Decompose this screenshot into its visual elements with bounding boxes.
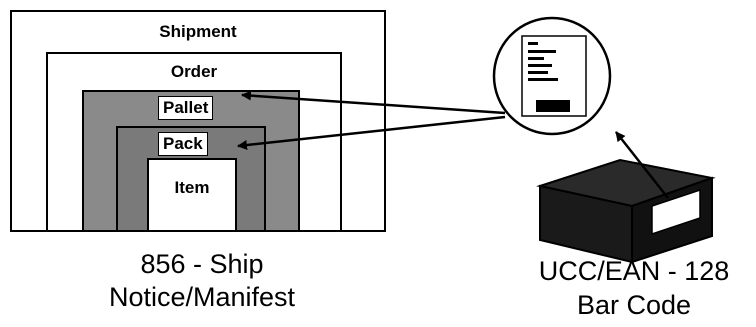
arrow-to-pallet (241, 90, 506, 115)
item-label: Item (174, 178, 210, 197)
barcode-caption-line1: UCC/EAN - 128 (538, 256, 730, 286)
arrow-to-pack (237, 115, 506, 150)
ship-notice-caption-line2: Notice/Manifest (108, 282, 296, 312)
order-label: Order (170, 62, 218, 81)
shipment-label: Shipment (159, 22, 237, 41)
ship-notice-caption-line1: 856 - Ship (140, 249, 264, 279)
arrow-to-carton-label (615, 131, 669, 199)
pallet-label: Pallet (158, 96, 214, 120)
ship-notice-caption: 856 - Ship Notice/Manifest (92, 248, 312, 314)
shipping-label-magnifier-icon (492, 16, 612, 136)
barcode-caption: UCC/EAN - 128 Bar Code (514, 254, 754, 322)
shipping-carton-icon (536, 158, 716, 264)
pack-label: Pack (158, 132, 208, 156)
item-box: Item (147, 158, 237, 232)
barcode-caption-line2: Bar Code (576, 290, 692, 320)
